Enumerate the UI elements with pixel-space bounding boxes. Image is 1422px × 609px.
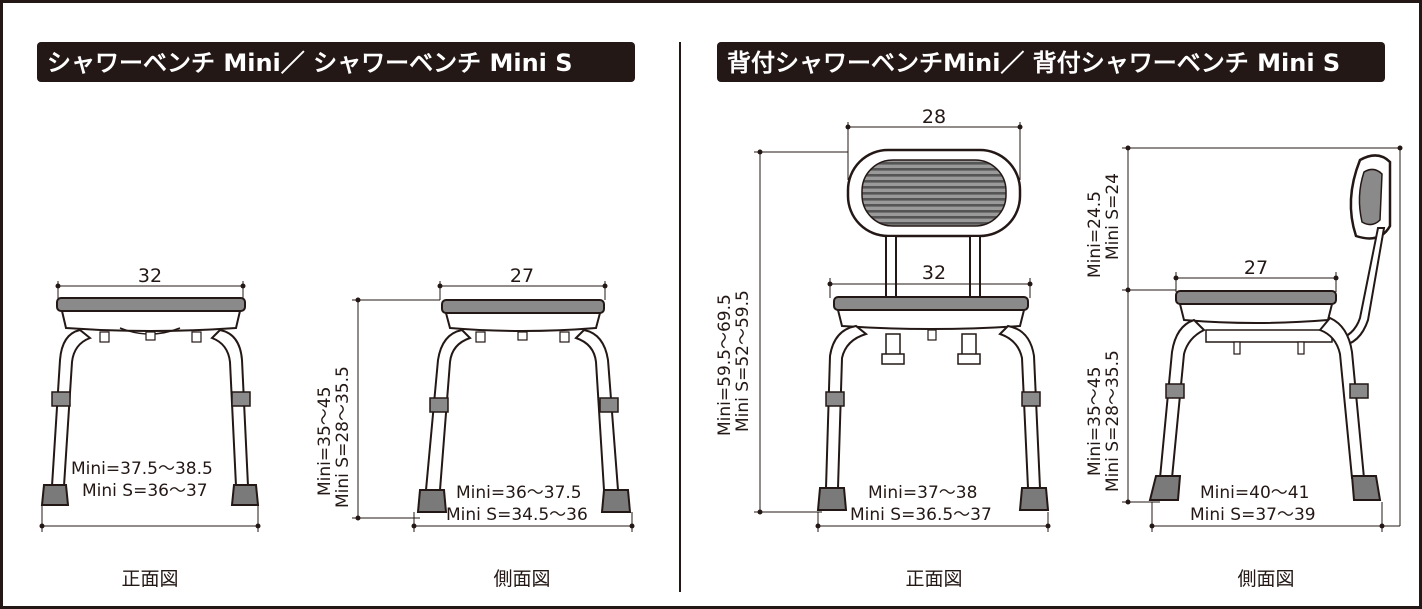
left-front-foot-right [230,484,260,506]
right-side-bottom-line2: Mini S=37～39 [1190,505,1316,525]
right-front-bottom-line1: Mini=37～38 [868,483,977,503]
right-side-height-line1: Mini=35～45 [1085,367,1105,476]
left-front-bottom-line1: Mini=37.5～38.5 [71,459,213,479]
right-side-foot-left [1148,475,1182,501]
left-title: シャワーベンチ Mini／ シャワーベンチ Mini S [47,49,573,77]
right-panel: 背付シャワーベンチMini／ 背付シャワーベンチ Mini S 28 32 [715,42,1403,590]
left-side-view: 27 Mini=35～45 Mini S=28～35.5 [315,265,635,590]
left-front-seat-top [56,297,246,312]
left-side-bottom-line1: Mini=36～37.5 [456,483,582,503]
right-side-leg-left [1158,318,1206,479]
right-front-leg-left [824,324,869,489]
right-front-foot-left [816,487,848,511]
right-front-height-line1: Mini=59.5～69.5 [715,294,735,436]
right-front-foot-right [1018,487,1050,511]
right-front-backrest-pad [861,159,1007,227]
left-side-seat-depth: 27 [510,265,534,287]
left-front-leg-right [210,328,250,487]
right-title-bar [717,42,1385,82]
right-side-seat-top [1175,290,1337,305]
left-side-bottom-line2: Mini S=34.5～36 [446,505,588,525]
left-front-foot-left [40,484,70,506]
right-side-height-line2: Mini S=28～35.5 [1103,350,1123,492]
left-side-seat-top [441,299,605,314]
right-front-caption: 正面図 [905,568,962,590]
left-front-seat-body [60,310,242,332]
right-front-seat-top [833,296,1029,311]
left-side-foot-left [416,489,448,513]
right-side-seat-depth: 27 [1244,257,1268,279]
right-side-view: Mini=24.5 Mini S=24 Mini=35～45 Mini S=28… [1085,145,1403,590]
left-title-bar [37,42,635,82]
right-front-seat-width: 32 [922,262,946,284]
left-panel: シャワーベンチ Mini／ シャワーベンチ Mini S 32 [37,42,635,590]
right-front-view: 28 32 Mini=59.5～69.5 Mini S=52～59.5 [715,106,1051,590]
right-side-caption: 側面図 [1237,568,1294,590]
left-front-caption: 正面図 [121,568,178,590]
left-side-height-line2: Mini S=28～35.5 [333,366,353,508]
right-title: 背付シャワーベンチMini／ 背付シャワーベンチ Mini S [727,49,1340,77]
left-front-seat-width: 32 [138,265,162,287]
left-side-seat-body [444,312,602,332]
right-side-back-line2: Mini S=24 [1103,173,1123,260]
left-front-view: 32 Mini=37.5～38.5 Mini S=36～37 正面図 [39,265,261,590]
right-front-leg-right [998,324,1042,489]
left-side-height-line1: Mini=35～45 [315,387,335,496]
right-side-bottom-line1: Mini=40～41 [1200,483,1309,503]
right-side-foot-right [1350,475,1382,501]
right-front-height-line2: Mini S=52～59.5 [733,290,753,432]
left-side-foot-right [600,489,632,513]
right-side-seat-body [1178,303,1334,324]
right-front-back-width: 28 [922,106,946,128]
left-side-caption: 側面図 [493,568,550,590]
right-front-bottom-line2: Mini S=36.5～37 [850,505,992,525]
right-front-seat-body [836,309,1026,330]
right-side-back-line1: Mini=24.5 [1085,191,1105,278]
left-front-bottom-line2: Mini S=36～37 [82,481,208,501]
